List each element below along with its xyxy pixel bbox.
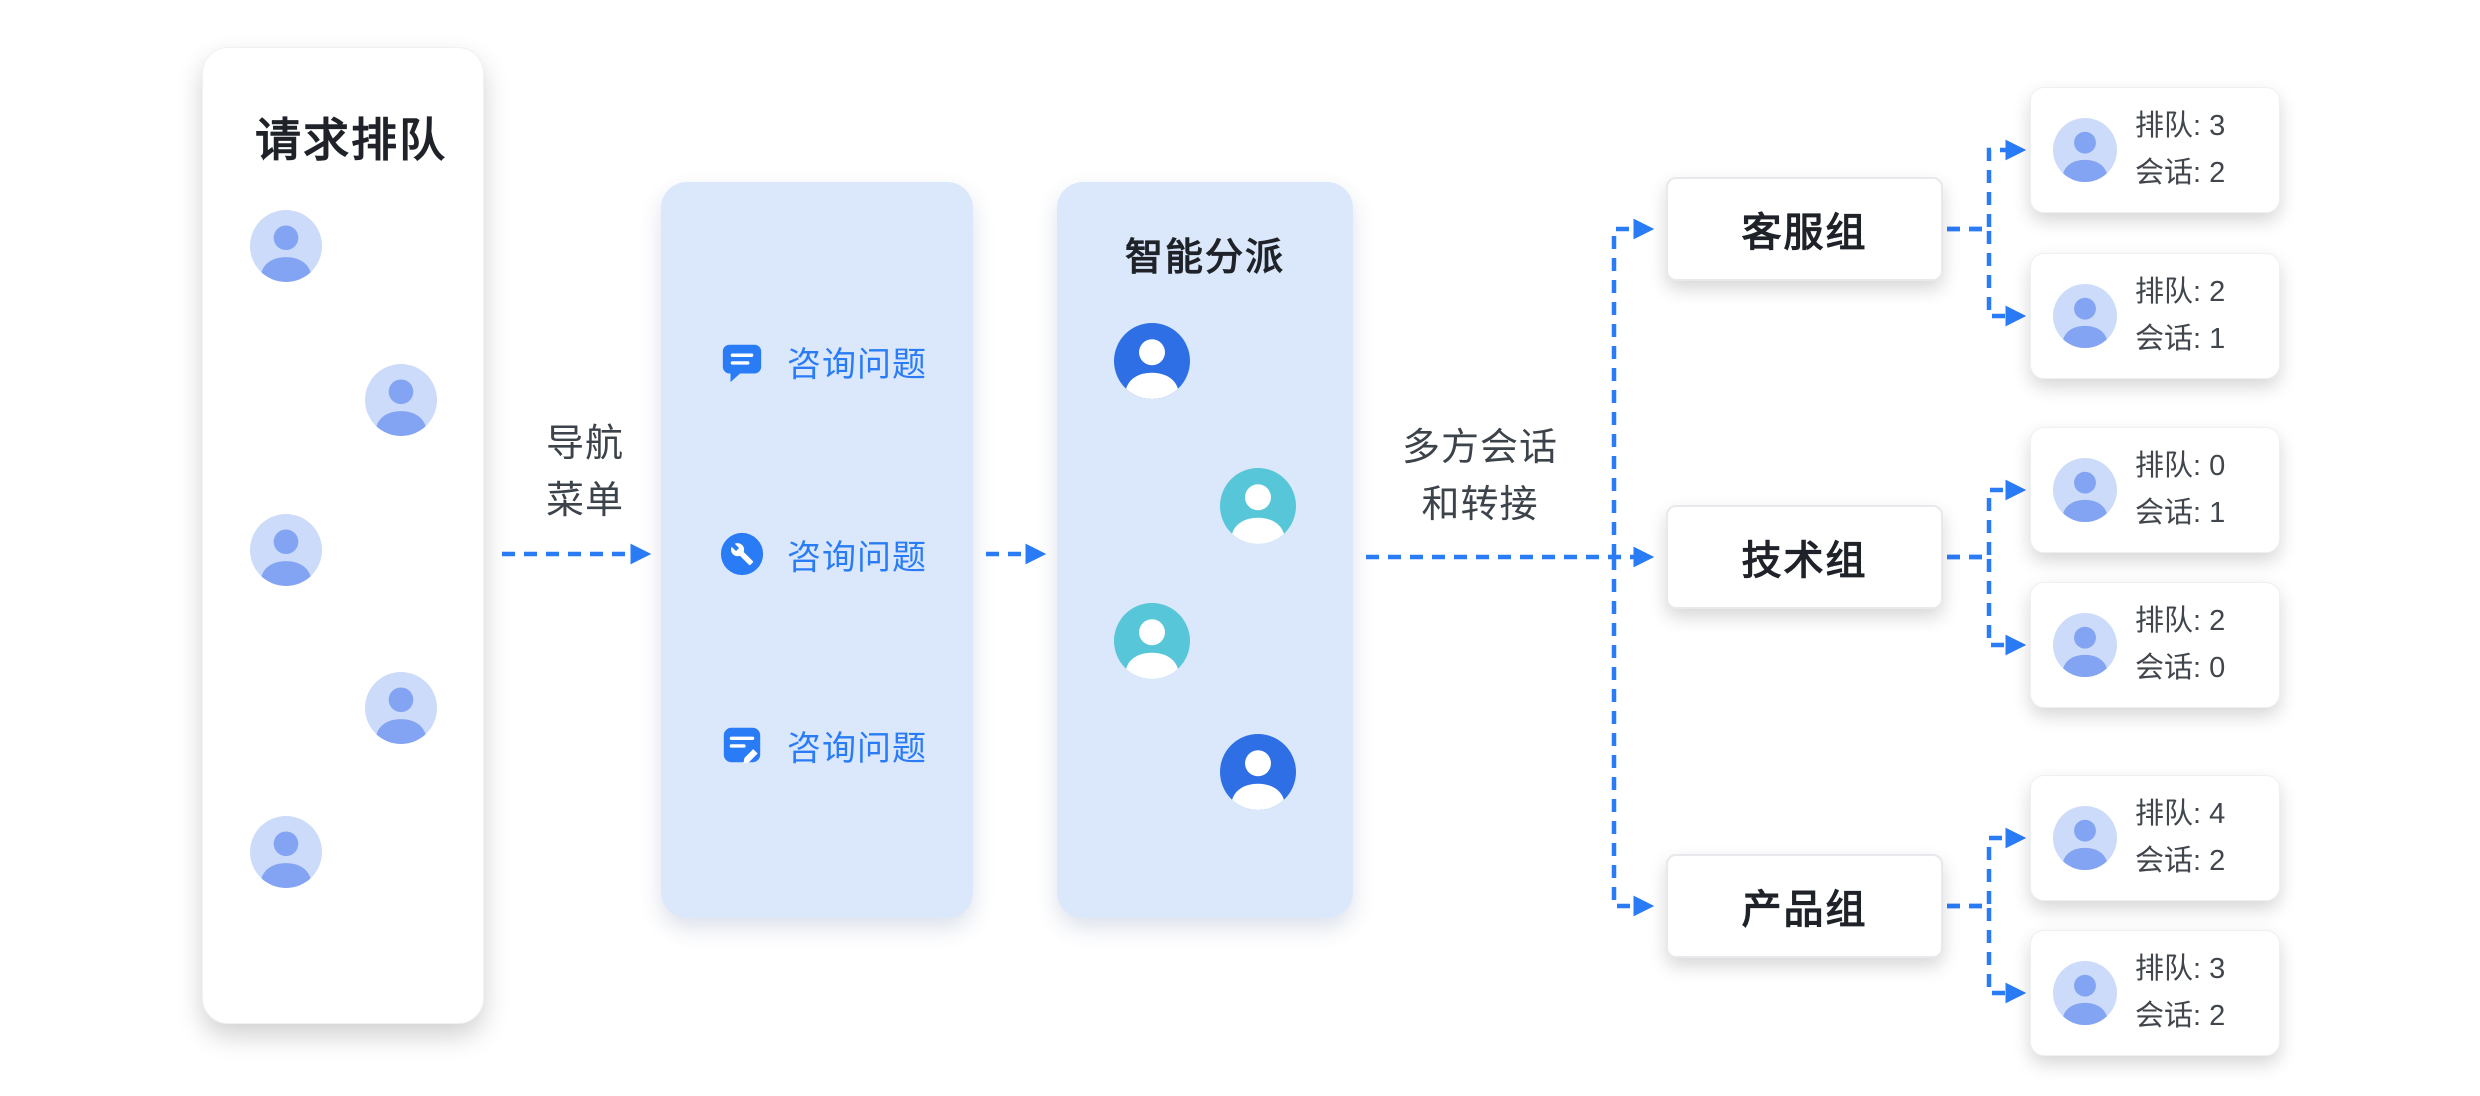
arrow-tech-to-agent-2 — [1947, 554, 2027, 656]
agent-session-count: 会话: 2 — [2135, 157, 2226, 189]
agent-stats: 排队: 3 会话: 2 — [2135, 103, 2225, 197]
agent-queue-count: 排队: 4 — [2135, 798, 2226, 831]
agent-queue-count: 排队: 3 — [2135, 953, 2226, 986]
dispatch-panel-title: 智能分派 — [1124, 237, 1285, 279]
agent-stats: 排队: 3 会话: 2 — [2135, 946, 2225, 1040]
arrow-product-to-agent-1 — [1947, 827, 2027, 909]
menu-item-consult-chat: 咨询问题 — [719, 336, 927, 386]
user-avatar-icon — [2053, 961, 2117, 1025]
agent-session-count: 会话: 0 — [2135, 652, 2226, 684]
agent-stats: 排队: 4 会话: 2 — [2135, 791, 2225, 885]
user-avatar-icon — [365, 672, 437, 744]
menu-item-label: 咨询问题 — [787, 729, 927, 768]
arrow-service-to-agent-2 — [1947, 226, 2027, 327]
agent-queue-count: 排队: 2 — [2135, 276, 2226, 309]
user-avatar-icon — [365, 364, 437, 436]
request-queue-panel: 请求排队 — [202, 47, 484, 1024]
agent-queue-count: 排队: 2 — [2135, 605, 2226, 638]
user-avatar-icon — [250, 514, 322, 586]
queue-panel-title: 请求排队 — [255, 114, 447, 166]
agent-status-card: 排队: 2 会话: 1 — [2030, 253, 2280, 379]
agent-stats: 排队: 2 会话: 1 — [2135, 269, 2225, 363]
arrow-branch-to-service-group — [1611, 218, 1655, 557]
group-box-technical: 技术组 — [1666, 505, 1943, 609]
menu-item-consult-tool: 咨询问题 — [719, 529, 927, 579]
group-name: 产品组 — [1741, 888, 1868, 932]
user-avatar-icon — [2053, 613, 2117, 677]
wrench-icon — [719, 531, 765, 577]
agent-stats: 排队: 2 会话: 0 — [2135, 598, 2225, 692]
agent-avatar-icon — [1220, 468, 1296, 544]
agent-session-count: 会话: 2 — [2135, 845, 2226, 877]
group-box-product: 产品组 — [1666, 854, 1943, 958]
group-box-customer-service: 客服组 — [1666, 177, 1943, 281]
agent-queue-count: 排队: 3 — [2135, 110, 2226, 143]
menu-item-label: 咨询问题 — [787, 345, 927, 384]
transfer-arrow-label: 多方会话 和转接 — [1355, 420, 1605, 534]
agent-avatar-icon — [1114, 603, 1190, 679]
agent-stats: 排队: 0 会话: 1 — [2135, 443, 2225, 537]
menu-item-consult-form: 咨询问题 — [719, 720, 927, 770]
agent-queue-count: 排队: 0 — [2135, 450, 2226, 483]
agent-avatar-icon — [1114, 323, 1190, 399]
agent-status-card: 排队: 2 会话: 0 — [2030, 582, 2280, 708]
chat-message-icon — [719, 338, 765, 384]
user-avatar-icon — [2053, 458, 2117, 522]
group-name: 客服组 — [1741, 211, 1868, 255]
agent-status-card: 排队: 4 会话: 2 — [2030, 775, 2280, 901]
user-avatar-icon — [2053, 118, 2117, 182]
transfer-arrow-label-line1: 多方会话 — [1401, 427, 1558, 469]
agent-status-card: 排队: 0 会话: 1 — [2030, 427, 2280, 553]
nav-menu-panel: 咨询问题 咨询问题 咨询问题 — [661, 182, 973, 918]
arrow-product-to-agent-2 — [1947, 903, 2027, 1004]
nav-arrow-label-line2: 菜单 — [545, 480, 624, 522]
menu-item-label: 咨询问题 — [787, 538, 927, 577]
transfer-arrow-label-line2: 和转接 — [1421, 484, 1539, 526]
arrow-service-to-agent-1 — [1947, 139, 2027, 232]
agent-session-count: 会话: 1 — [2135, 497, 2226, 529]
arrow-tech-to-agent-1 — [1947, 479, 2027, 560]
agent-session-count: 会话: 2 — [2135, 1000, 2226, 1032]
nav-arrow-label: 导航 菜单 — [495, 416, 675, 530]
agent-status-card: 排队: 3 会话: 2 — [2030, 87, 2280, 213]
user-avatar-icon — [250, 210, 322, 282]
nav-arrow-label-line1: 导航 — [545, 423, 624, 465]
user-avatar-icon — [2053, 284, 2117, 348]
dispatch-panel: 智能分派 — [1057, 182, 1353, 918]
form-edit-icon — [719, 722, 765, 768]
agent-status-card: 排队: 3 会话: 2 — [2030, 930, 2280, 1056]
group-name: 技术组 — [1741, 539, 1868, 583]
user-avatar-icon — [250, 816, 322, 888]
agent-session-count: 会话: 1 — [2135, 323, 2226, 355]
agent-avatar-icon — [1220, 734, 1296, 810]
arrow-branch-to-product-group — [1611, 557, 1655, 917]
user-avatar-icon — [2053, 806, 2117, 870]
